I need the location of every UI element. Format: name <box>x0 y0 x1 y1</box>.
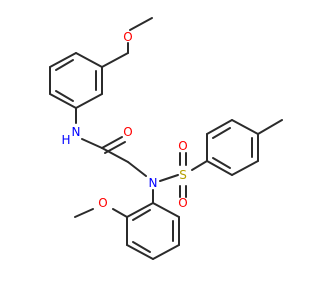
bond <box>127 161 147 177</box>
atom-s-sulfonyl: S <box>179 168 187 182</box>
atom-o-methoxy-top: O <box>123 30 132 44</box>
bond <box>101 136 123 149</box>
double-bond-inner <box>212 157 231 169</box>
double-bond-inner <box>55 90 74 102</box>
bond <box>126 202 154 218</box>
atom-n-amide: N <box>72 125 81 139</box>
bond <box>257 119 283 135</box>
bond <box>112 208 128 218</box>
double-bond-inner <box>55 59 74 71</box>
atom-o-sulfonyl-top: O <box>178 139 187 153</box>
tolyl-ring <box>191 119 259 176</box>
bond <box>231 119 259 135</box>
bond <box>81 138 103 149</box>
atom-n-sulfonamide: N <box>149 176 158 190</box>
bond <box>75 93 103 109</box>
double-bond-inner <box>132 209 151 221</box>
bond <box>49 93 77 109</box>
atom-h-amide: H <box>61 133 70 147</box>
bond <box>101 147 129 163</box>
bottom-aryl-ring <box>126 202 180 260</box>
bond <box>152 202 180 218</box>
atom-o-sulfonyl-bottom: O <box>178 196 187 210</box>
bond <box>231 160 259 176</box>
top-aryl-ring <box>49 52 129 109</box>
atom-o-carbonyl: O <box>123 125 132 139</box>
bond <box>191 160 208 171</box>
bond <box>75 52 103 68</box>
bond <box>101 52 129 68</box>
bond <box>49 52 77 68</box>
bond <box>159 174 179 182</box>
bond <box>74 208 94 218</box>
bond <box>129 17 153 31</box>
bond <box>206 119 233 135</box>
bond <box>206 160 233 176</box>
double-bond-inner <box>132 241 151 253</box>
atom-o-methoxy-bottom: O <box>98 196 107 210</box>
chemical-structure-diagram: O N H O N S O O O <box>49 17 283 260</box>
bond <box>126 244 154 260</box>
double-bond-inner <box>212 127 231 139</box>
bond <box>152 244 180 260</box>
